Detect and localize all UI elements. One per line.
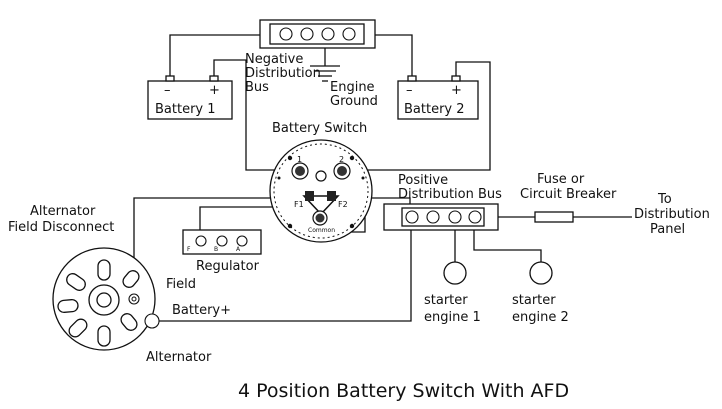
fuse-label-2: Circuit Breaker	[520, 187, 617, 202]
to-panel-label-1: To	[657, 192, 672, 207]
switch-f1-label: F1	[294, 200, 304, 209]
starter2-label-2: engine 2	[512, 310, 569, 325]
regulator: F B A	[182, 229, 262, 255]
battery-switch-label: Battery Switch	[272, 121, 367, 136]
positive-bus-label-2: Distribution Bus	[398, 187, 502, 202]
switch-common-label: Common	[308, 227, 335, 234]
positive-bus-label-1: Positive	[398, 173, 448, 188]
fuse-label-1: Fuse or	[537, 172, 585, 187]
positive-distribution-bus	[383, 203, 499, 231]
fuse-icon	[534, 211, 574, 223]
battery1-label: Battery 1	[155, 102, 216, 117]
engine-ground-label-1: Engine	[330, 80, 375, 95]
battery2-neg-sign: –	[406, 83, 413, 98]
afd-label-2: Field Disconnect	[8, 220, 114, 235]
negative-bus-label-2: Distribution	[245, 66, 321, 81]
starter1-label-1: starter	[424, 293, 468, 308]
field-label: Field	[166, 277, 196, 292]
regulator-terminal-b: B	[214, 246, 218, 253]
negative-bus-label-1: Negative	[245, 52, 303, 67]
starter1-label-2: engine 1	[424, 310, 481, 325]
engine-ground-label-2: Ground	[330, 94, 378, 109]
negative-distribution-bus: Negative Distribution Bus	[245, 19, 376, 95]
switch-f2-label: F2	[338, 200, 348, 209]
battery2-label: Battery 2	[404, 102, 465, 117]
battery-switch: 1 2 F1 F2 Common	[269, 139, 373, 243]
diagram-caption: 4 Position Battery Switch With AFD	[238, 380, 569, 402]
regulator-terminal-a: A	[236, 246, 241, 253]
wire-bus-to-starter2	[473, 218, 542, 262]
wire-bus-to-battery2-neg	[375, 34, 413, 76]
to-panel-label-3: Panel	[650, 222, 685, 237]
battery1-neg-sign: –	[164, 83, 171, 98]
regulator-label: Regulator	[196, 259, 260, 274]
starter-engine-1: starter engine 1	[424, 261, 481, 325]
battery-plus-label: Battery+	[172, 303, 231, 318]
switch-terminal-1-label: 1	[297, 155, 302, 164]
alternator	[52, 247, 160, 351]
battery2-pos-sign: +	[451, 83, 462, 98]
starter-engine-2: starter engine 2	[512, 261, 569, 325]
switch-terminal-2-label: 2	[339, 155, 344, 164]
wire-bus-to-battery1-neg	[169, 34, 260, 76]
wire-battery1-pos-to-switch1	[213, 59, 300, 171]
wire-alt-battery-to-bus	[152, 218, 412, 322]
alternator-label: Alternator	[146, 350, 212, 365]
starter2-label-1: starter	[512, 293, 556, 308]
negative-bus-label-3: Bus	[245, 80, 269, 95]
afd-label-1: Alternator	[30, 204, 96, 219]
battery-2: – + Battery 2	[397, 75, 479, 120]
ground-icon	[310, 65, 340, 82]
wire-battery2-pos-to-switch2	[342, 61, 491, 171]
regulator-terminal-f: F	[187, 246, 191, 253]
battery-1: – + Battery 1	[147, 75, 233, 120]
to-panel-label-2: Distribution	[634, 207, 710, 222]
battery1-pos-sign: +	[209, 83, 220, 98]
